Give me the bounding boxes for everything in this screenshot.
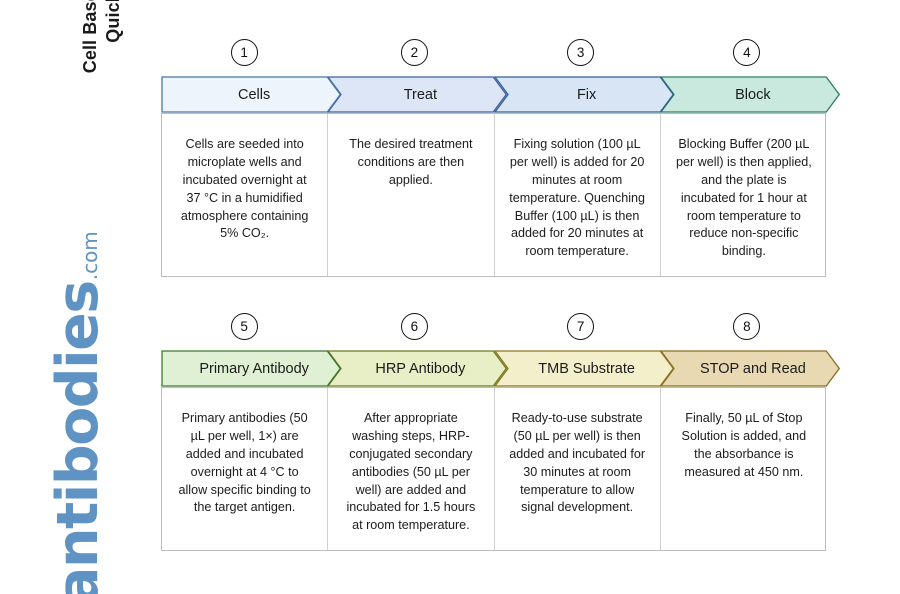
step-description-text: The desired treatment conditions are the…: [349, 137, 473, 187]
chevron-shape: [660, 350, 840, 387]
step-description-text: Ready-to-use substrate (50 µL per well) …: [509, 411, 646, 515]
step-description-text: Cells are seeded into microplate wells a…: [180, 137, 309, 241]
step-description-cell-4: Blocking Buffer (200 µL per well) is the…: [661, 114, 827, 276]
antibodies-logo: antibodies .com: [25, 231, 111, 594]
step-label: Treat: [403, 86, 438, 103]
step-description-row: Cells are seeded into microplate wells a…: [161, 113, 826, 277]
step-number-badge-7: 7: [567, 313, 595, 340]
logo-wordmark: antibodies: [44, 281, 111, 594]
step-number-badge-8: 8: [733, 313, 761, 340]
step-chevron-7[interactable]: TMB Substrate: [494, 350, 674, 387]
chevron-shape: [494, 350, 674, 387]
step-description-text: Fixing solution (100 µL per well) is add…: [509, 137, 646, 259]
step-description-cell-7: Ready-to-use substrate (50 µL per well) …: [495, 388, 661, 550]
chevron-shape: [660, 76, 840, 113]
step-label: Fix: [576, 86, 597, 103]
step-description-cell-8: Finally, 50 µL of Stop Solution is added…: [661, 388, 827, 550]
step-description-cell-5: Primary antibodies (50 µL per well, 1×) …: [162, 388, 329, 550]
step-header-row: Cells Treat Fix Block: [161, 76, 840, 113]
chevron-shape: [161, 76, 341, 113]
step-number-badge-1: 1: [230, 39, 258, 66]
step-chevron-6[interactable]: HRP Antibody: [327, 350, 507, 387]
step-description-text: Blocking Buffer (200 µL per well) is the…: [675, 137, 812, 259]
step-label: Cells: [238, 86, 271, 103]
logo-tld: .com: [78, 231, 102, 281]
step-chevron-1[interactable]: Cells: [161, 76, 341, 113]
step-number-badge-5: 5: [230, 313, 258, 340]
step-description-text: After appropriate washing steps, HRP-con…: [346, 411, 476, 533]
step-description-cell-3: Fixing solution (100 µL per well) is add…: [495, 114, 661, 276]
chevron-shape: [161, 350, 341, 387]
step-chevron-5[interactable]: Primary Antibody: [161, 350, 341, 387]
step-description-text: Finally, 50 µL of Stop Solution is added…: [681, 411, 807, 479]
step-description-text: Primary antibodies (50 µL per well, 1×) …: [178, 411, 311, 515]
step-label: Block: [735, 86, 771, 103]
step-number-badge-4: 4: [733, 39, 761, 66]
page-title: Cell Based ELISA Kits Quick Protocol: [52, 0, 152, 118]
step-number-badge-3: 3: [567, 39, 595, 66]
step-chevron-2[interactable]: Treat: [327, 76, 507, 113]
page-title-line-2: Quick Protocol: [103, 0, 124, 43]
chevron-shape: [327, 76, 507, 113]
step-label: HRP Antibody: [375, 360, 466, 377]
step-description-cell-6: After appropriate washing steps, HRP-con…: [328, 388, 495, 550]
page-title-line-1: Cell Based ELISA Kits: [80, 0, 101, 73]
chevron-shape: [494, 76, 674, 113]
step-number-badge-6: 6: [400, 313, 428, 340]
step-chevron-4[interactable]: Block: [660, 76, 840, 113]
step-header-row: Primary Antibody HRP Antibody TMB Substr…: [161, 350, 840, 387]
step-description-row: Primary antibodies (50 µL per well, 1×) …: [161, 387, 826, 551]
chevron-shape: [327, 350, 507, 387]
step-chevron-3[interactable]: Fix: [494, 76, 674, 113]
step-description-cell-2: The desired treatment conditions are the…: [328, 114, 495, 276]
step-description-cell-1: Cells are seeded into microplate wells a…: [162, 114, 329, 276]
step-number-badge-2: 2: [400, 39, 428, 66]
step-label: Primary Antibody: [199, 360, 309, 377]
step-chevron-8[interactable]: STOP and Read: [660, 350, 840, 387]
step-label: STOP and Read: [699, 360, 806, 377]
step-label: TMB Substrate: [538, 360, 635, 377]
